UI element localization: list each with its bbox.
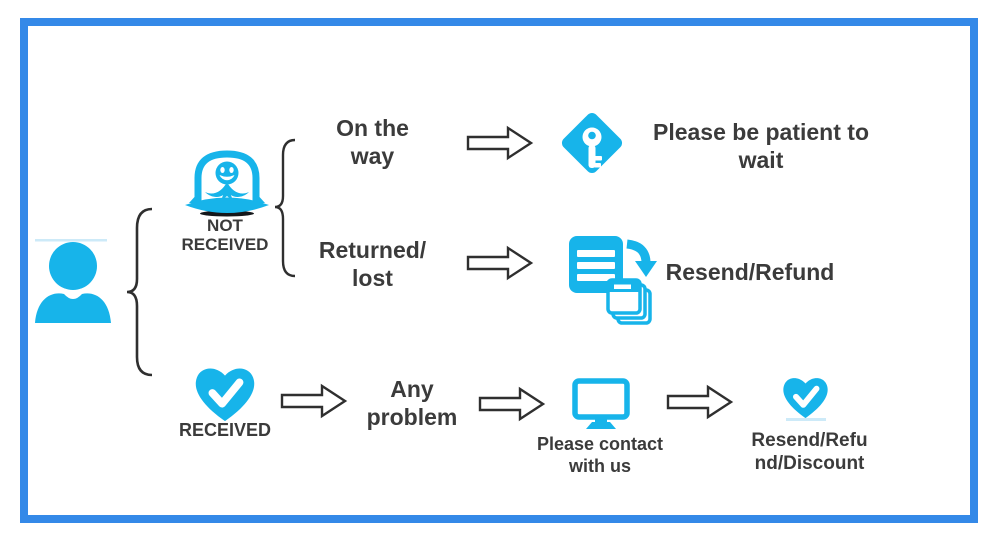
arrow-right-icon-3 (280, 383, 348, 419)
person-icon (35, 239, 111, 323)
brace-secondary (274, 138, 296, 278)
brace-main (126, 207, 153, 377)
heart-check-icon (195, 368, 255, 422)
contact-us-label: Please contact with us (536, 434, 664, 476)
key-icon (561, 112, 623, 174)
diagram-frame (20, 18, 978, 523)
resend-documents-icon (569, 236, 657, 325)
received-label: RECEIVED (178, 420, 272, 440)
small-heart-check-icon (783, 378, 828, 419)
ufo-alien-icon (185, 150, 269, 217)
resend-refund-label: Resend/Refund (665, 259, 835, 285)
not-received-label: NOT RECEIVED (181, 216, 269, 255)
arrow-right-icon-5 (666, 384, 734, 420)
resend-refund-discount-label: Resend/Refu nd/Discount (751, 430, 868, 475)
monitor-icon (572, 378, 630, 429)
arrow-right-icon-1 (466, 125, 534, 161)
on-the-way-label: On the way (336, 115, 409, 170)
heart-underline (786, 418, 826, 421)
patient-wait-label: Please be patient to wait (652, 119, 869, 174)
arrow-right-icon-2 (466, 245, 534, 281)
returned-lost-label: Returned/ lost (318, 237, 427, 292)
arrow-right-icon-4 (478, 386, 546, 422)
any-problem-label: Any problem (366, 376, 458, 431)
